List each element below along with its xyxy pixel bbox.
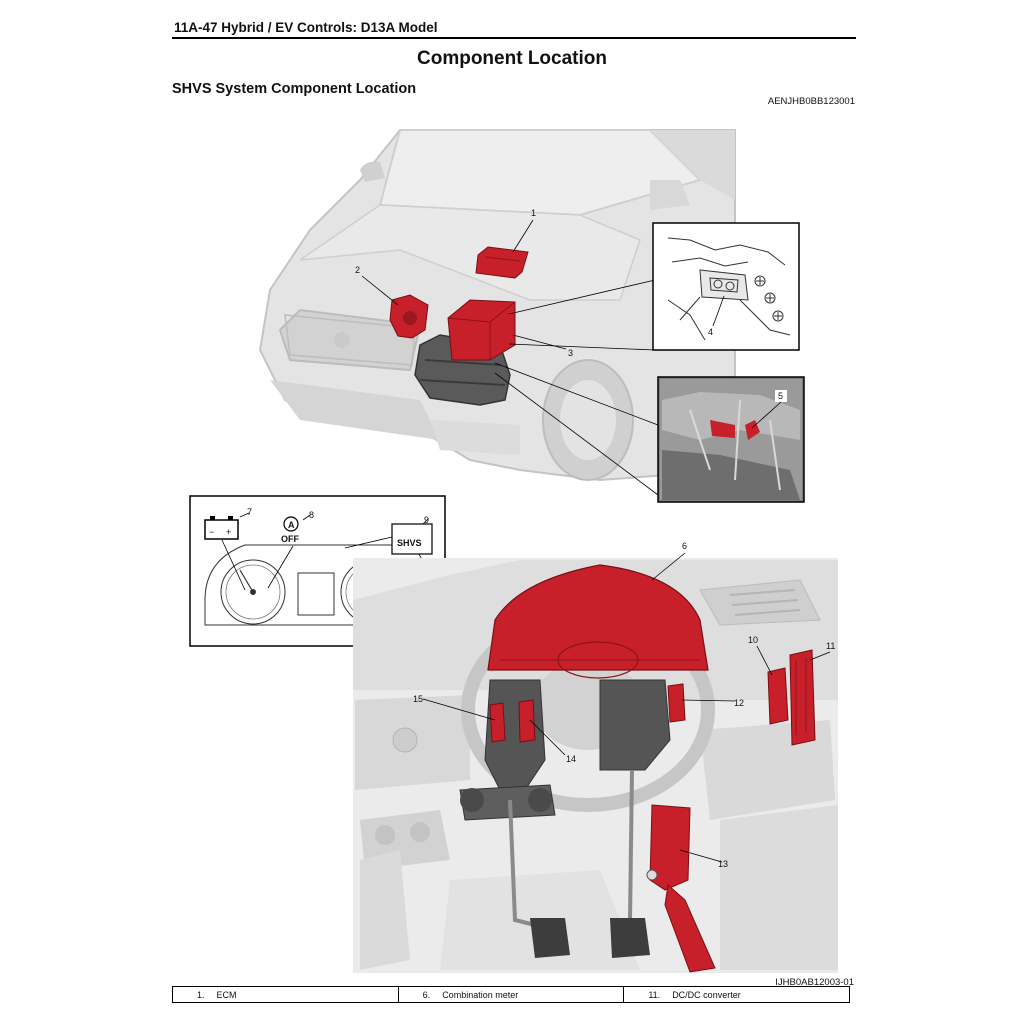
- header-title: 11A-47 Hybrid / EV Controls: D13A Model: [174, 20, 438, 35]
- callout-6: 6: [682, 541, 687, 551]
- component-legend: 1. ECM 6. Combination meter 11. DC/DC co…: [172, 986, 850, 1003]
- shvs-label: SHVS: [397, 538, 422, 548]
- component-2: [389, 294, 429, 339]
- battery-component: [447, 299, 516, 361]
- callout-12: 12: [734, 698, 744, 708]
- callout-14: 14: [566, 754, 576, 764]
- legend-item: 11. DC/DC converter: [624, 987, 849, 1002]
- callout-10: 10: [748, 635, 758, 645]
- callout-8: 8: [309, 510, 314, 520]
- legend-number: 6.: [422, 989, 431, 1000]
- legend-label: DC/DC converter: [672, 989, 741, 1000]
- component-14: [518, 699, 536, 743]
- combination-meter-component: [487, 564, 709, 679]
- auto-stop-off-icon: [283, 516, 299, 532]
- component-12: [667, 683, 686, 723]
- component-15: [489, 702, 506, 743]
- component-13: [646, 804, 716, 973]
- legend-number: 11.: [648, 989, 661, 1000]
- leader-lines-upper: [361, 219, 659, 496]
- shvs-indicator-box: [391, 523, 433, 555]
- figure-code-bottom: IJHB0AB12003-01: [775, 977, 854, 988]
- legend-label: ECM: [216, 989, 237, 1000]
- callout-7: 7: [247, 507, 252, 517]
- legend-label: Combination meter: [442, 989, 519, 1000]
- callout-13: 13: [718, 859, 728, 869]
- callout-11: 11: [826, 641, 835, 651]
- callout-9: 9: [424, 515, 429, 525]
- callout-15: 15: [413, 694, 423, 704]
- callout-4: 4: [708, 327, 713, 337]
- auto-label: A: [288, 520, 295, 530]
- callout-2: 2: [355, 265, 360, 275]
- battery-plus-label: +: [226, 527, 231, 537]
- off-label: OFF: [281, 534, 299, 544]
- callout-1: 1: [531, 208, 536, 218]
- battery-warning-icon: [204, 516, 239, 540]
- dc-dc-converter-component: [789, 649, 816, 746]
- detail-box-5: [657, 376, 805, 503]
- ecm-component: [475, 246, 529, 279]
- legend-number: 1.: [197, 989, 205, 1000]
- detail-box-4: [652, 222, 800, 351]
- battery-minus-label: −: [209, 527, 214, 537]
- figure-code-top: AENJHB0BB123001: [767, 96, 855, 107]
- header-rule: [172, 37, 856, 39]
- leader-lines-lower: [422, 552, 831, 863]
- component-10: [767, 667, 789, 725]
- callout-5: 5: [778, 391, 783, 401]
- callout-3: 3: [568, 348, 573, 358]
- legend-item: 6. Combination meter: [399, 987, 625, 1002]
- legend-item: 1. ECM: [173, 987, 399, 1002]
- callout-labels: 1 2 3 4 5 6 7 8 9 10 11 12 13 14 15: [247, 208, 835, 869]
- page-title: Component Location: [417, 48, 607, 69]
- plus-icon: [754, 275, 784, 322]
- section-title: SHVS System Component Location: [172, 81, 417, 97]
